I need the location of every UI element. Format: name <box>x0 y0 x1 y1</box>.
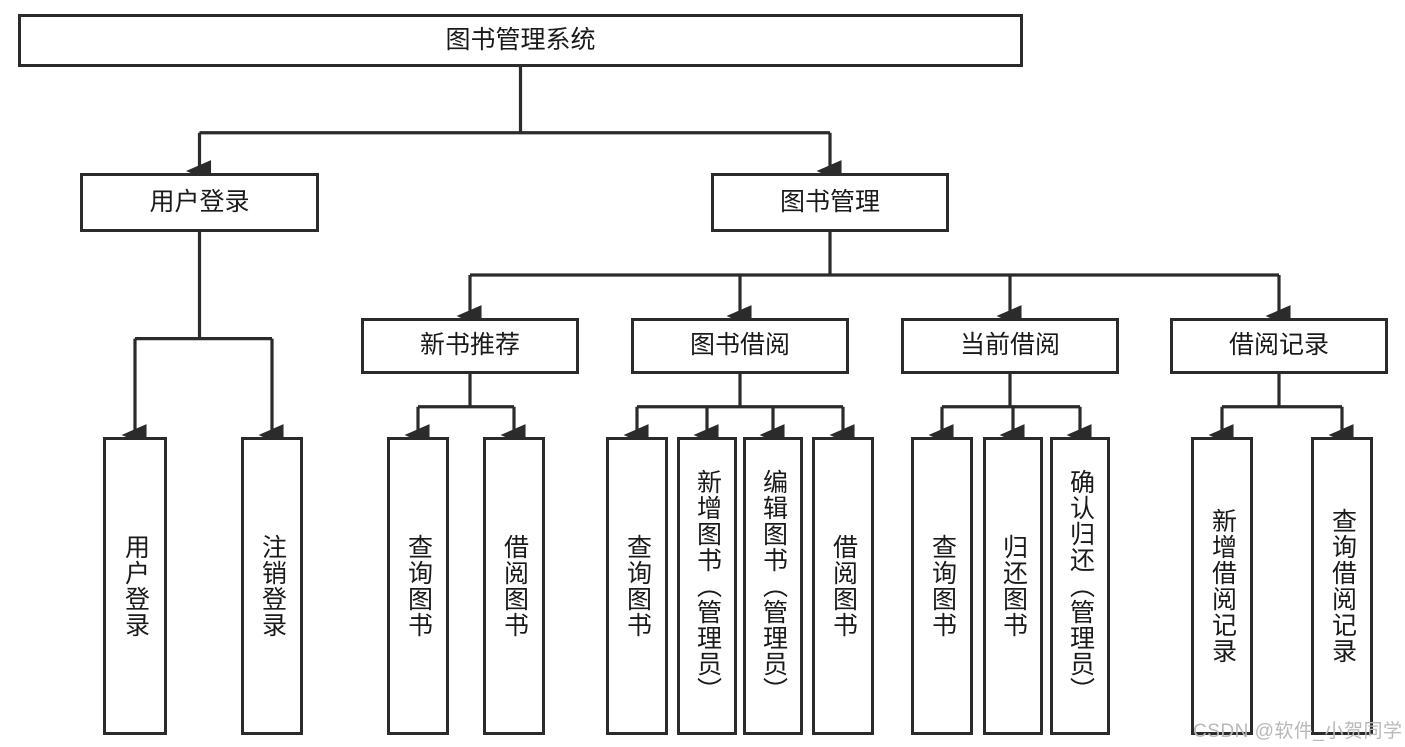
node-leaf-return-book[interactable]: 归还图书 <box>983 437 1043 735</box>
node-leaf-add-borrow-record-label: 新增借阅记录 <box>1208 508 1237 664</box>
node-leaf-logout-label: 注销登录 <box>258 534 287 638</box>
node-current-borrow-label: 当前借阅 <box>959 331 1060 360</box>
node-leaf-borrow-book-recommend-label: 借阅图书 <box>500 534 529 638</box>
node-root[interactable]: 图书管理系统 <box>18 14 1023 67</box>
node-user-login-label: 用户登录 <box>149 187 250 216</box>
node-leaf-borrow-book[interactable]: 借阅图书 <box>812 437 874 735</box>
node-user-login[interactable]: 用户登录 <box>80 173 319 232</box>
node-leaf-query-book-current[interactable]: 查询图书 <box>911 437 973 735</box>
node-leaf-borrow-book-recommend[interactable]: 借阅图书 <box>483 437 545 735</box>
node-leaf-confirm-return[interactable]: 确认归还（管理员） <box>1050 437 1110 735</box>
node-book-manage-label: 图书管理 <box>779 187 880 216</box>
node-leaf-borrow-book-label: 借阅图书 <box>829 534 858 638</box>
node-leaf-edit-book[interactable]: 编辑图书（管理员） <box>743 437 803 735</box>
node-leaf-add-book[interactable]: 新增图书（管理员） <box>677 437 737 735</box>
node-leaf-query-book-recommend-label: 查询图书 <box>404 534 433 638</box>
node-leaf-user-login[interactable]: 用户登录 <box>103 437 167 735</box>
node-borrow-record[interactable]: 借阅记录 <box>1170 318 1388 374</box>
node-new-book-recommend[interactable]: 新书推荐 <box>361 318 579 374</box>
node-leaf-confirm-return-label: 确认归还（管理员） <box>1066 469 1095 703</box>
node-leaf-user-login-label: 用户登录 <box>121 534 150 638</box>
node-new-book-recommend-label: 新书推荐 <box>419 331 520 360</box>
node-leaf-query-borrow-record-label: 查询借阅记录 <box>1328 508 1357 664</box>
node-leaf-query-book-borrow[interactable]: 查询图书 <box>606 437 668 735</box>
node-leaf-add-book-label: 新增图书（管理员） <box>693 469 722 703</box>
node-current-borrow[interactable]: 当前借阅 <box>901 318 1119 374</box>
node-leaf-edit-book-label: 编辑图书（管理员） <box>759 469 788 703</box>
node-book-borrow-label: 图书借阅 <box>689 331 790 360</box>
node-borrow-record-label: 借阅记录 <box>1228 331 1329 360</box>
csdn-watermark: CSDN @软件_小贺同学 <box>1193 721 1403 742</box>
node-leaf-return-book-label: 归还图书 <box>999 534 1028 638</box>
node-leaf-logout[interactable]: 注销登录 <box>241 437 303 735</box>
node-leaf-query-borrow-record[interactable]: 查询借阅记录 <box>1311 437 1373 735</box>
node-leaf-query-book-current-label: 查询图书 <box>928 534 957 638</box>
node-leaf-add-borrow-record[interactable]: 新增借阅记录 <box>1191 437 1253 735</box>
node-leaf-query-book-borrow-label: 查询图书 <box>623 534 652 638</box>
node-root-label: 图书管理系统 <box>445 25 596 54</box>
node-book-borrow[interactable]: 图书借阅 <box>631 318 849 374</box>
node-leaf-query-book-recommend[interactable]: 查询图书 <box>387 437 449 735</box>
node-book-manage[interactable]: 图书管理 <box>711 173 949 232</box>
